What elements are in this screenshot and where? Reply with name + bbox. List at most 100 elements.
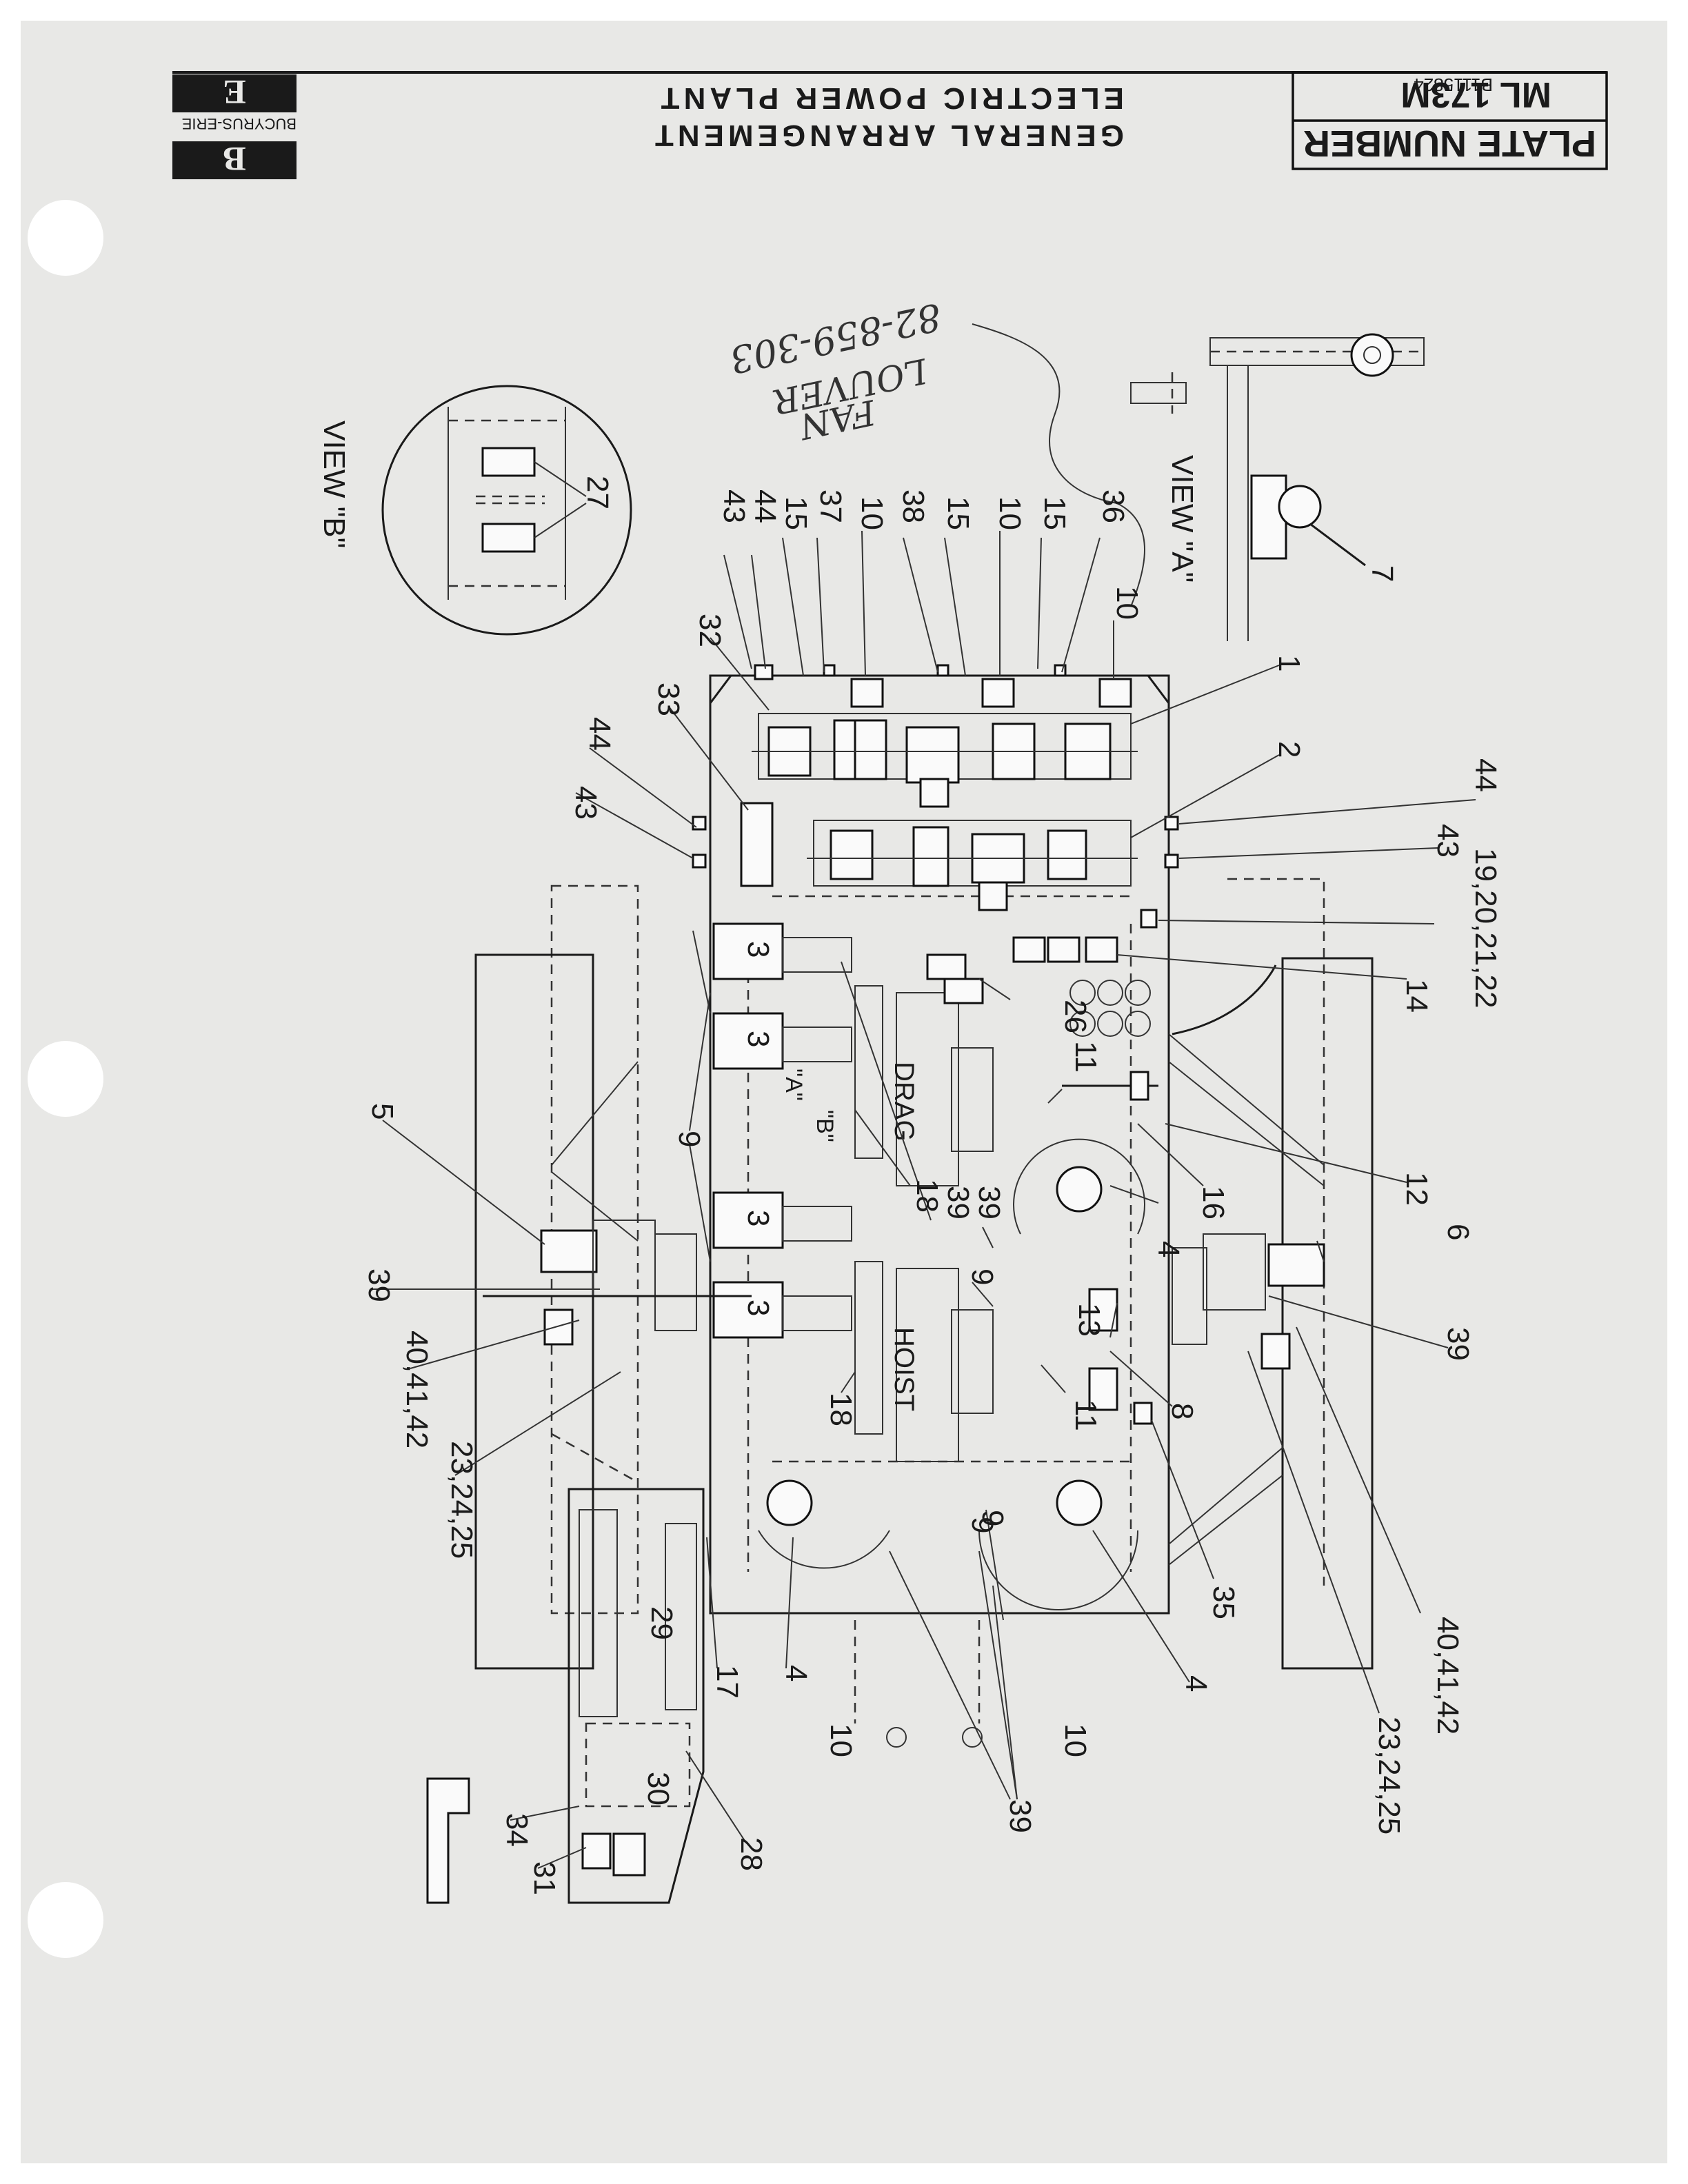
callout-34: 34 — [500, 1813, 534, 1847]
logo-letter-b: B — [223, 140, 245, 179]
callout-43-right: 43 — [1431, 824, 1465, 858]
view-a-marker: "A" — [781, 1069, 807, 1101]
callout-15-b: 15 — [941, 496, 975, 530]
callout-43-top: 43 — [717, 489, 751, 523]
callout-9-c: 9 — [976, 1510, 1009, 1526]
callout-14: 14 — [1400, 979, 1434, 1013]
callout-11-bottom: 11 — [1069, 1399, 1103, 1431]
drag-label: DRAG — [889, 1062, 919, 1142]
callout-10-c: 10 — [1110, 586, 1144, 620]
callout-32: 32 — [693, 614, 727, 647]
generator-set-1 — [752, 713, 1138, 808]
callout-29: 29 — [645, 1606, 679, 1640]
callout-44-right: 44 — [1469, 758, 1503, 792]
brand-name: BUCYRUS-ERIE — [182, 115, 297, 132]
callout-10-left: 10 — [824, 1723, 858, 1757]
callout-44-top: 44 — [748, 489, 782, 523]
hoist-label: HOIST — [889, 1327, 919, 1411]
callout-15-a: 15 — [779, 496, 813, 530]
callout-1: 1 — [1272, 655, 1306, 671]
callout-40-left: 40,41,42 — [400, 1331, 434, 1448]
callout-12: 12 — [1400, 1172, 1434, 1206]
callout-6: 6 — [1441, 1224, 1475, 1240]
callout-23-left: 23,24,25 — [445, 1441, 479, 1559]
callout-44-left: 44 — [583, 717, 616, 751]
callout-9-b: 9 — [965, 1268, 999, 1285]
control-components — [692, 816, 1277, 1425]
callout-8: 8 — [1165, 1403, 1199, 1419]
callout-13: 13 — [1072, 1303, 1106, 1337]
callout-26: 26 — [1058, 1000, 1092, 1033]
plate-number-label-text: PLATE NUMBER — [1303, 123, 1596, 164]
callout-39-left: 39 — [362, 1268, 396, 1302]
callout-37: 37 — [814, 489, 847, 523]
callout-39-right: 39 — [1441, 1327, 1475, 1361]
document-sheet — [21, 21, 1667, 2163]
callout-30: 30 — [641, 1772, 675, 1806]
callout-23-right: 23,24,25 — [1372, 1717, 1406, 1834]
main-frame — [474, 674, 1374, 1670]
callout-43-left: 43 — [569, 786, 603, 820]
callout-9-d: 9 — [965, 1517, 999, 1533]
binder-hole-bottom — [28, 1882, 103, 1958]
callout-15-c: 15 — [1038, 496, 1072, 530]
callout-10-right: 10 — [1058, 1723, 1092, 1757]
callout-numbers: 1 2 44 43 19,20,21,22 14 12 6 39 40,41,4… — [362, 489, 1503, 1895]
plate-number: ML 173M — [1400, 74, 1551, 114]
callout-5: 5 — [365, 1103, 399, 1120]
callout-28: 28 — [734, 1837, 768, 1871]
callout-3-b: 3 — [741, 1031, 775, 1047]
rear-compartment — [426, 1488, 983, 1904]
callout-38: 38 — [896, 489, 930, 523]
generator-set-2 — [740, 802, 1138, 911]
view-b-label: VIEW "B" — [317, 421, 351, 548]
view-b-detail — [381, 385, 632, 636]
callout-9-a: 9 — [672, 1131, 706, 1147]
terminal-boxes-top — [754, 664, 1132, 708]
callout-31: 31 — [528, 1861, 561, 1895]
callout-10-b: 10 — [993, 496, 1027, 530]
callout-33: 33 — [652, 682, 685, 716]
swing-end-motor-6 — [1172, 1233, 1325, 1370]
callout-16: 16 — [1196, 1186, 1230, 1220]
logo-letter-e: E — [223, 73, 245, 112]
callout-35: 35 — [1207, 1586, 1240, 1619]
title-line-2: ELECTRIC POWER PLANT — [657, 81, 1124, 115]
view-b-marker: "B" — [812, 1110, 838, 1142]
callout-4-right: 4 — [1179, 1675, 1213, 1692]
callout-27: 27 — [581, 476, 614, 509]
callout-40-right: 40,41,42 — [1431, 1617, 1465, 1735]
callout-4-left: 4 — [779, 1665, 813, 1681]
binder-hole-middle — [28, 1041, 103, 1117]
callout-19-22: 19,20,21,22 — [1469, 848, 1503, 1008]
callout-10-a: 10 — [855, 496, 889, 530]
callout-39-bottom: 39 — [1003, 1799, 1037, 1833]
handwritten-note: FAN LOUVER 82-859-303 — [726, 294, 945, 447]
callout-4-top: 4 — [1152, 1241, 1185, 1257]
motor-group-drag — [712, 922, 994, 1186]
plate-number-box — [1292, 71, 1608, 170]
binder-hole-top — [28, 200, 103, 276]
plate-sub-number: B1115824 — [1414, 74, 1493, 95]
callout-3-a: 3 — [741, 941, 775, 958]
leader-lines — [372, 530, 1476, 1869]
swing-motors — [758, 1138, 1145, 1610]
view-a-detail — [1130, 333, 1425, 641]
callout-36: 36 — [1096, 489, 1130, 523]
callout-39-c2: 39 — [941, 1186, 975, 1220]
callout-39-mid: 39 — [972, 1186, 1006, 1220]
swing-end-motor-5 — [483, 1220, 752, 1346]
callout-18-bottom: 18 — [824, 1393, 858, 1426]
callout-2: 2 — [1272, 741, 1306, 758]
callout-11-top: 11 — [1069, 1041, 1103, 1073]
callout-3-c: 3 — [741, 1210, 775, 1226]
view-a-label: VIEW "A" — [1165, 455, 1199, 583]
bucyrus-erie-logo: E B BUCYRUS-ERIE — [172, 73, 297, 179]
callout-7: 7 — [1365, 565, 1399, 582]
callout-17: 17 — [710, 1665, 744, 1699]
callout-18-top: 18 — [910, 1179, 944, 1213]
callout-3-d: 3 — [741, 1300, 775, 1316]
title-line-1: GENERAL ARRANGEMENT — [651, 119, 1124, 152]
motor-group-hoist — [712, 1191, 994, 1462]
